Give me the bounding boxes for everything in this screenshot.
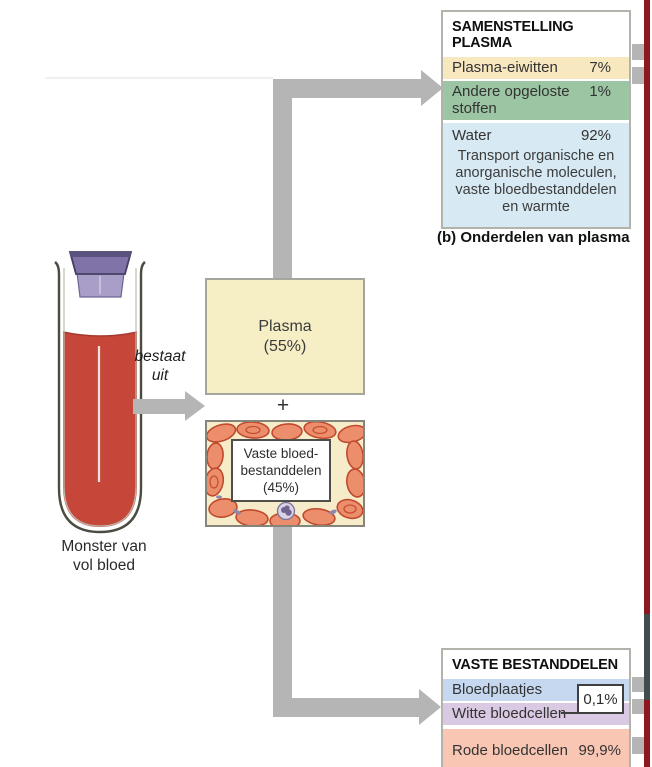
row-value: 1% <box>589 83 611 100</box>
row-label: Water <box>452 127 492 144</box>
connector-plasma-horizontal <box>273 79 423 98</box>
callout-value: 0,1% <box>583 690 618 708</box>
tube-caption-line2: vol bloed <box>72 557 136 574</box>
tube-caption-line1: Monster van <box>61 538 147 555</box>
solid-components-box: Vaste bloed- bestanddelen (45%) <box>205 420 365 527</box>
water-section: Water 92% Transport organische en anorga… <box>443 123 629 227</box>
arrow-bestaat-head-icon <box>185 391 205 421</box>
plasma-box-line1: Plasma <box>258 317 312 335</box>
plasma-composition-table: SAMENSTELLING PLASMA Plasma-eiwitten 7% … <box>441 10 631 229</box>
glass-inner-line <box>63 268 137 527</box>
glass-outline <box>54 261 146 534</box>
platelets <box>216 495 337 515</box>
plasma-box-line2: (55%) <box>263 337 307 355</box>
row-value: 7% <box>589 59 611 76</box>
edge-stub-andere-stoffen <box>632 67 646 84</box>
row-label: Andere opgeloste stoffen <box>452 83 570 117</box>
arrow-bestaat-shaft <box>133 399 185 414</box>
plasma-function-note: Transport organische en anorganische mol… <box>455 148 617 215</box>
tube-caption: Monster van vol bloed <box>28 537 180 575</box>
table-row: Plasma-eiwitten 7% <box>443 57 629 79</box>
table-row: Andere opgeloste stoffen 1% <box>443 81 629 120</box>
arrowhead-to-plasma-table-icon <box>421 70 443 106</box>
row-label: Witte bloedcellen <box>452 705 567 722</box>
edge-stub-rode-bloedcellen <box>632 737 646 754</box>
row-value: 92% <box>580 127 611 144</box>
solid-components-label: Vaste bloed- bestanddelen (45%) <box>231 439 331 502</box>
plasma-table-title: SAMENSTELLING PLASMA <box>452 19 574 51</box>
test-tube-illustration <box>54 251 146 534</box>
page-edge-bar-dark-segment <box>644 614 650 700</box>
solid-components-label-line3: (45%) <box>262 480 299 495</box>
connector-plasma-vertical <box>273 79 292 279</box>
scan-artifact-line <box>45 77 273 79</box>
plus-sign: + <box>276 394 290 417</box>
flow-label: bestaat uit <box>120 347 200 385</box>
edge-stub-witte-bloedcellen <box>632 699 646 714</box>
row-label: Bloedplaatjes <box>452 681 543 698</box>
connector-solids-horizontal <box>273 698 421 717</box>
row-label: Rode bloedcellen <box>452 742 568 759</box>
connector-solids-vertical <box>273 526 292 717</box>
edge-stub-bloedplaatjes <box>632 677 646 692</box>
row-value: 99,9% <box>578 742 621 759</box>
solid-components-label-line2: bestanddelen <box>240 463 322 478</box>
table-row: Rode bloedcellen 99,9% <box>443 729 629 767</box>
red-cell-rings <box>209 425 357 514</box>
callout-connector <box>561 712 577 714</box>
white-blood-cell <box>276 501 296 521</box>
flow-label-line2: uit <box>151 367 169 384</box>
solids-table-title: VASTE BESTANDDELEN <box>452 657 618 673</box>
plasma-box: Plasma (55%) <box>205 278 365 395</box>
arrowhead-to-solids-table-icon <box>419 689 441 725</box>
percentage-callout: 0,1% <box>577 684 624 714</box>
row-label: Plasma-eiwitten <box>452 59 558 76</box>
table-row: Water 92% <box>443 123 629 146</box>
stopper-top-edge <box>70 252 131 257</box>
solid-components-label-line1: Vaste bloed- <box>243 446 319 461</box>
flow-label-line1: bestaat <box>134 348 186 365</box>
blood-meniscus <box>62 331 138 337</box>
edge-stub-plasma-eiwitten <box>632 44 646 60</box>
figure-caption: (b) Onderdelen van plasma <box>437 229 630 246</box>
page-edge-bar <box>644 0 650 767</box>
